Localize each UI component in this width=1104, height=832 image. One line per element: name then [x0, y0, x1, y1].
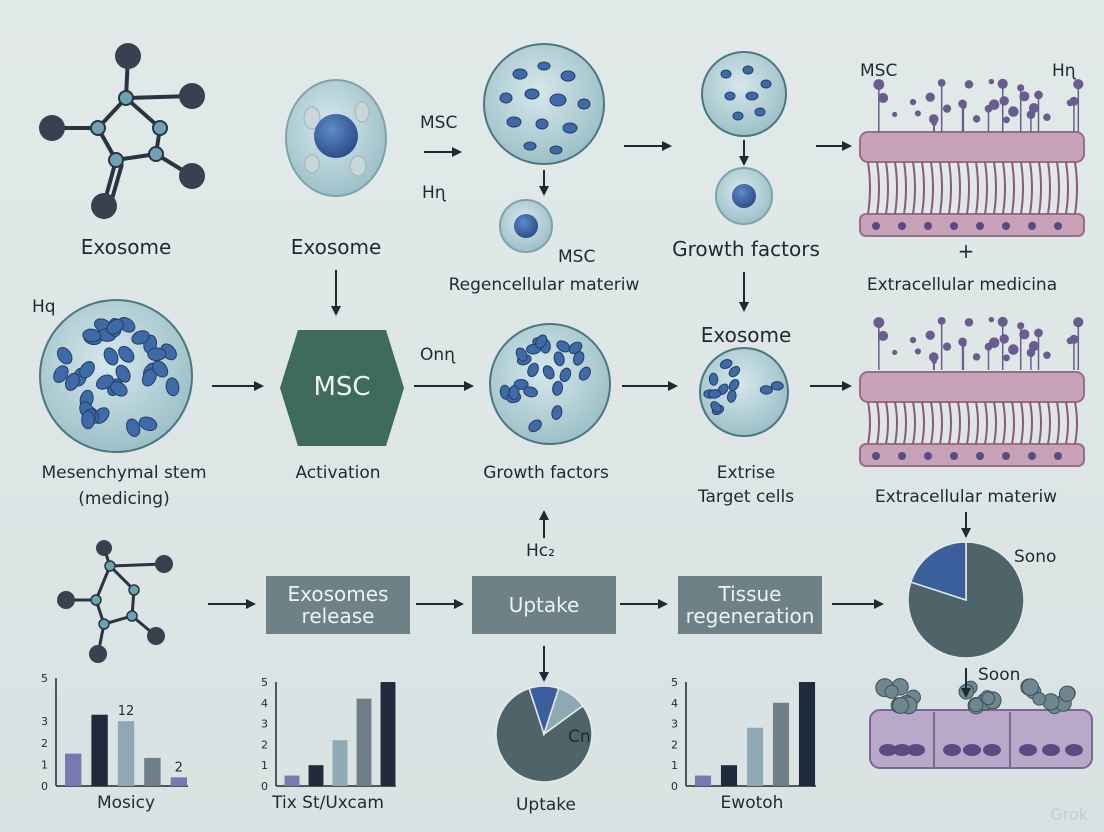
watermark-grok: Grok [1050, 805, 1088, 824]
label-exosome-2: Exosome [290, 235, 382, 259]
y-tick-label: 5 [671, 676, 678, 689]
chart-xlabel-ewotoh: Ewotoh [720, 793, 784, 813]
label-cn: Cn [568, 727, 591, 747]
label-msc-top: MSC [420, 113, 458, 133]
label-hc2: Hc₂ [526, 541, 555, 561]
bar [308, 765, 324, 786]
exosomes-release-box: Exosomes release [266, 576, 410, 634]
y-tick-label: 2 [671, 738, 678, 751]
label-uptake-bottom: Uptake [515, 795, 577, 815]
y-tick-label: 2 [261, 738, 268, 751]
exosome-cell-icon [285, 79, 387, 197]
label-exosome-1: Exosome [80, 235, 172, 259]
y-tick-label: 5 [261, 676, 268, 689]
bar [694, 775, 712, 786]
bar [720, 765, 738, 786]
membrane-top [859, 78, 1085, 237]
uptake-box: Uptake [472, 576, 616, 634]
pie-chart-uptake [495, 685, 593, 783]
label-on: Onɳ [420, 345, 456, 365]
growth-cell-mid [489, 323, 611, 445]
y-tick-label: 4 [671, 697, 678, 710]
msc-cell-top [483, 43, 605, 165]
label-hq: Hq [32, 297, 56, 317]
exosomes-release-line2: release [301, 604, 375, 628]
y-tick-label: 3 [41, 715, 48, 728]
bar-chart-tix: 0 1 2 3 4 5 [261, 676, 396, 793]
msc-small-cell [499, 199, 553, 253]
label-hh-top: Hɳ [422, 183, 446, 203]
membrane-mid [859, 316, 1085, 467]
bar [356, 698, 372, 786]
flow-arrows [208, 140, 971, 698]
label-extracellular-materiw: Extracellular materiw [874, 487, 1058, 507]
y-tick-label: 0 [261, 780, 268, 793]
tissue-cluster [869, 678, 1093, 769]
label-regencellular: Regencellular materiw [448, 275, 640, 295]
y-tick-label: 3 [261, 718, 268, 731]
tissue-regeneration-box: Tissue regeneration [678, 576, 822, 634]
tissue-line2: regeneration [685, 604, 815, 628]
label-msc-right: MSC [860, 61, 898, 81]
y-tick-label: 2 [41, 737, 48, 750]
label-soon: Soon [978, 665, 1021, 685]
label-mesenchymal-1: Mesenchymal stem [41, 463, 207, 483]
y-tick-label: 0 [41, 780, 48, 793]
bar [380, 682, 396, 786]
bar [65, 753, 82, 786]
label-growth-factors-top: Growth factors [672, 237, 820, 261]
y-tick-label: 1 [261, 759, 268, 772]
molecule-atoms-bottom [57, 540, 173, 663]
bar [170, 777, 187, 786]
y-tick-label: 4 [261, 697, 268, 710]
y-tick-label: 1 [671, 759, 678, 772]
bar [284, 775, 300, 786]
uptake-box-label: Uptake [508, 593, 580, 617]
bar [772, 702, 790, 786]
bar [798, 682, 816, 786]
molecule-icon-top [52, 55, 194, 207]
msc-hexagon [280, 330, 404, 446]
mesenchymal-stem-cell [39, 299, 193, 453]
label-extrise: Extrise [716, 463, 776, 483]
chart-xlabel-tix: Tix St/Uxcam [272, 793, 384, 813]
exosomes-release-line1: Exosomes [287, 582, 389, 606]
bar [746, 727, 764, 786]
label-activation: Activation [295, 463, 381, 483]
y-tick-label: 5 [41, 672, 48, 685]
label-plus: + [957, 239, 975, 263]
bar [91, 714, 108, 786]
tissue-line1: Tissue [718, 582, 782, 606]
pie-chart-sono [907, 541, 1025, 659]
bar-data-label: 2 [175, 760, 183, 775]
y-tick-label: 3 [671, 718, 678, 731]
bar [117, 721, 135, 786]
bar-data-label: 12 [118, 704, 135, 719]
growth-cell-top [701, 51, 787, 137]
label-exosome-mid: Exosome [700, 323, 792, 347]
growth-small-cell [715, 167, 773, 225]
label-mesenchymal-2: (medicing) [78, 489, 170, 509]
label-sono: Sono [1014, 547, 1057, 567]
label-target-cells: Target cells [697, 487, 795, 507]
chart-xlabel-mosicy: Mosicy [96, 793, 156, 813]
pie-slice [907, 541, 1025, 659]
bar [144, 757, 161, 786]
bar-chart-ewotoh: 0 1 2 3 4 5 [671, 676, 816, 793]
y-tick-label: 1 [41, 758, 48, 771]
label-msc-hex: MSC [313, 372, 371, 402]
label-extracellular-medicina: Extracellular medicina [866, 275, 1058, 295]
label-growth-factors-mid: Growth factors [483, 463, 609, 483]
bar [332, 740, 348, 786]
y-tick-label: 0 [671, 780, 678, 793]
molecule-atoms-top [39, 43, 205, 219]
label-msc-small: MSC [558, 247, 596, 267]
pie-slice [909, 541, 967, 602]
label-h-right: Hɳ [1052, 61, 1076, 81]
exosome-cell-mid [699, 347, 789, 437]
pie-slice [542, 687, 584, 736]
